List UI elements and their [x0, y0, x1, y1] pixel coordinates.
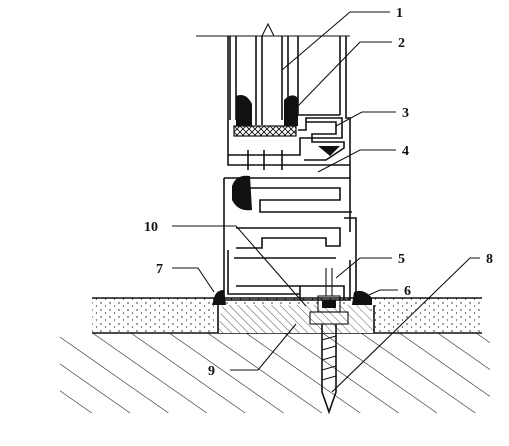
main-frame-profile — [223, 177, 357, 301]
glazing-seal-right — [284, 95, 298, 126]
ground-earth — [60, 333, 490, 413]
label-4: 4 — [402, 144, 409, 159]
label-9: 9 — [208, 364, 215, 379]
label-8: 8 — [486, 252, 493, 267]
label-7: 7 — [156, 262, 163, 277]
label-6: 6 — [404, 284, 411, 299]
label-10: 10 — [144, 220, 158, 235]
glass-panes — [196, 22, 350, 125]
label-2: 2 — [398, 36, 405, 51]
glazing-seal-left — [236, 95, 252, 126]
label-1: 1 — [396, 6, 403, 21]
setting-block — [233, 125, 297, 137]
sash-profile — [227, 36, 351, 178]
anchor-screw — [309, 295, 349, 415]
mortar-fill — [217, 305, 375, 333]
leader-lines — [172, 11, 480, 393]
label-5: 5 — [398, 252, 405, 267]
sealant-bead-left — [212, 290, 226, 305]
label-3: 3 — [402, 106, 409, 121]
frame-gasket — [232, 175, 252, 211]
